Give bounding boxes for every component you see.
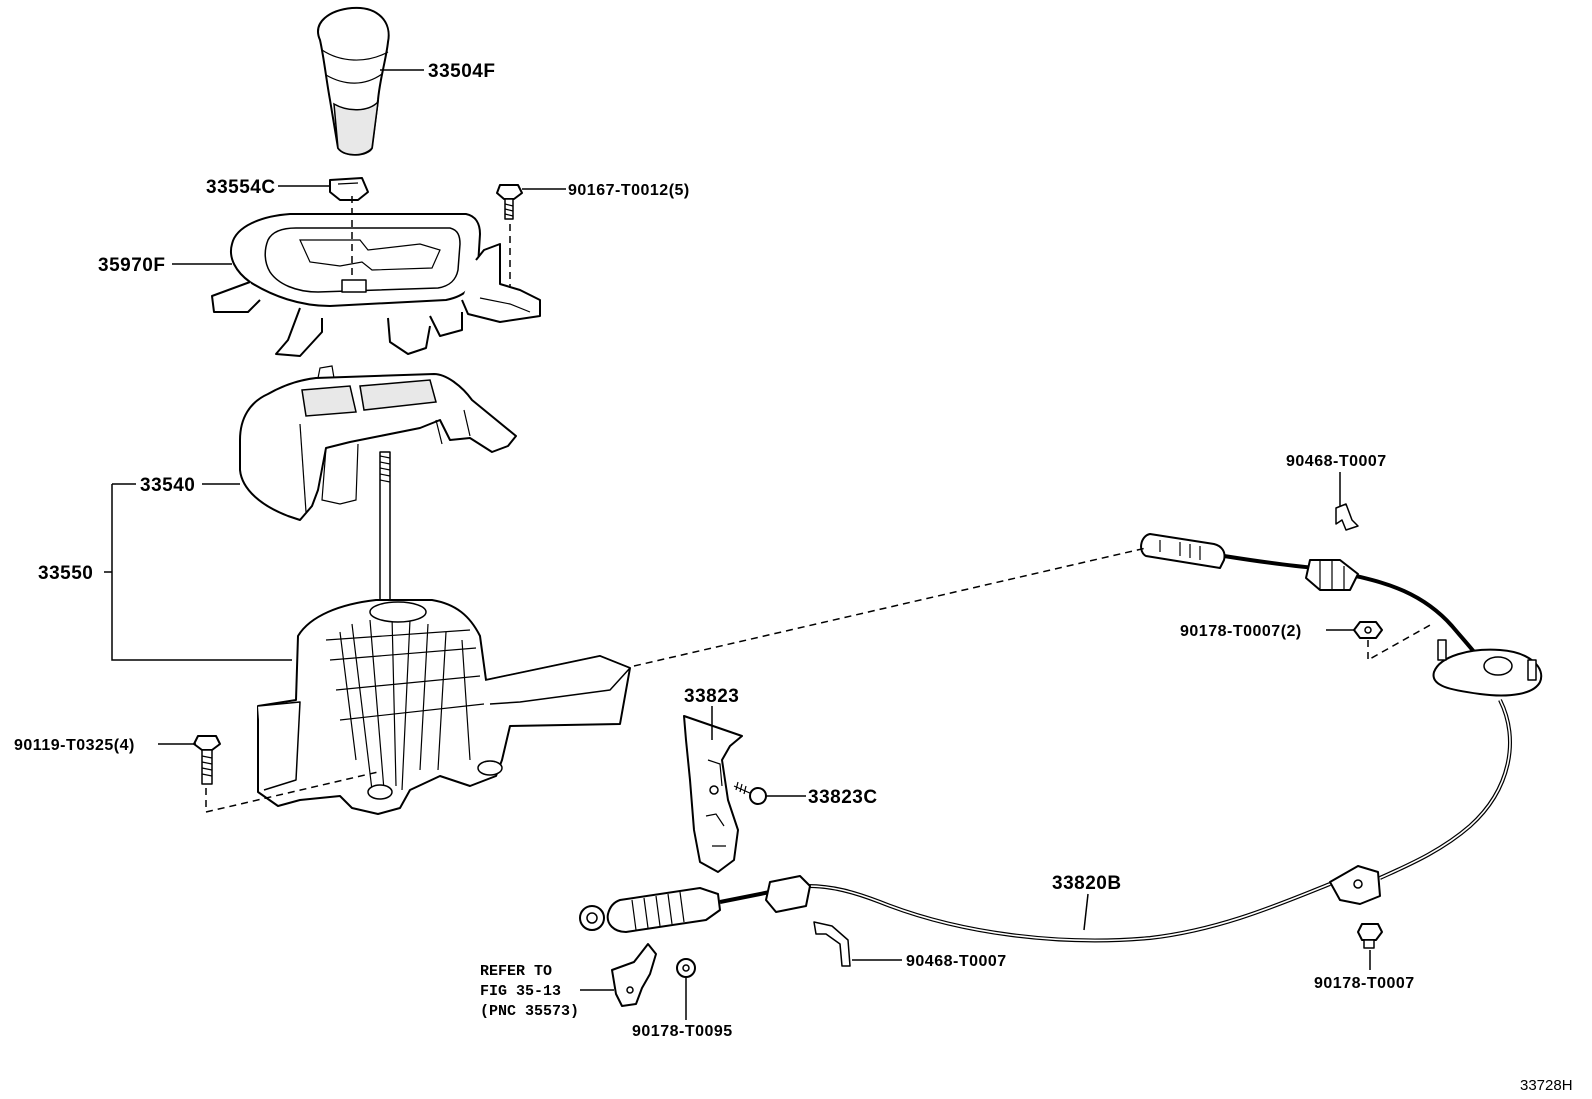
clip-90468-top-illustration xyxy=(1335,503,1359,531)
label-90119-T0325: 90119-T0325(4) xyxy=(14,737,135,754)
shift-indicator-panel-illustration xyxy=(211,213,541,357)
reference-note-line3: (PNC 35573) xyxy=(480,1003,579,1020)
label-90178-T0007-bottom: 90178-T0007 xyxy=(1314,975,1415,992)
label-33554C: 33554C xyxy=(206,177,276,198)
label-90167-T0012: 90167-T0012(5) xyxy=(568,182,690,199)
reference-note-line2: FIG 35-13 xyxy=(480,983,561,1000)
screw-90167-illustration xyxy=(496,184,523,220)
label-90468-T0007-bottom: 90468-T0007 xyxy=(906,953,1007,970)
control-cable-illustration xyxy=(579,533,1543,943)
label-90178-T0095: 90178-T0095 xyxy=(632,1023,733,1040)
label-90178-T0007-2: 90178-T0007(2) xyxy=(1180,623,1302,640)
label-33540: 33540 xyxy=(140,475,195,496)
nut-90178-upper-illustration xyxy=(1353,621,1383,639)
shift-lever-base-illustration xyxy=(257,599,631,815)
label-33823: 33823 xyxy=(684,686,739,707)
label-33550: 33550 xyxy=(38,563,93,584)
shift-knob-illustration xyxy=(317,6,390,156)
shift-lever-rod-illustration xyxy=(379,451,391,615)
alignment-lines xyxy=(205,196,1433,813)
figure-id: 33728H xyxy=(1520,1077,1573,1094)
shift-cover-33540-illustration xyxy=(239,365,517,521)
bracket-refer-fig-illustration xyxy=(611,943,657,1007)
label-35970F: 35970F xyxy=(98,255,165,276)
clip-90468-bottom-illustration xyxy=(813,921,851,967)
screw-33823C-illustration xyxy=(733,781,767,805)
clip-33554C-illustration xyxy=(329,177,369,201)
leader-lines xyxy=(104,69,1371,1020)
label-90468-T0007-top: 90468-T0007 xyxy=(1286,453,1387,470)
reference-note-line1: REFER TO xyxy=(480,963,552,980)
label-33820B: 33820B xyxy=(1052,873,1122,894)
bolt-90119-illustration xyxy=(193,735,221,785)
nut-90178-T0095-illustration xyxy=(676,958,696,978)
nut-90178-lower-illustration xyxy=(1357,923,1383,949)
bracket-33823-illustration xyxy=(683,715,743,873)
label-33504F: 33504F xyxy=(428,61,495,82)
label-33823C: 33823C xyxy=(808,787,878,808)
